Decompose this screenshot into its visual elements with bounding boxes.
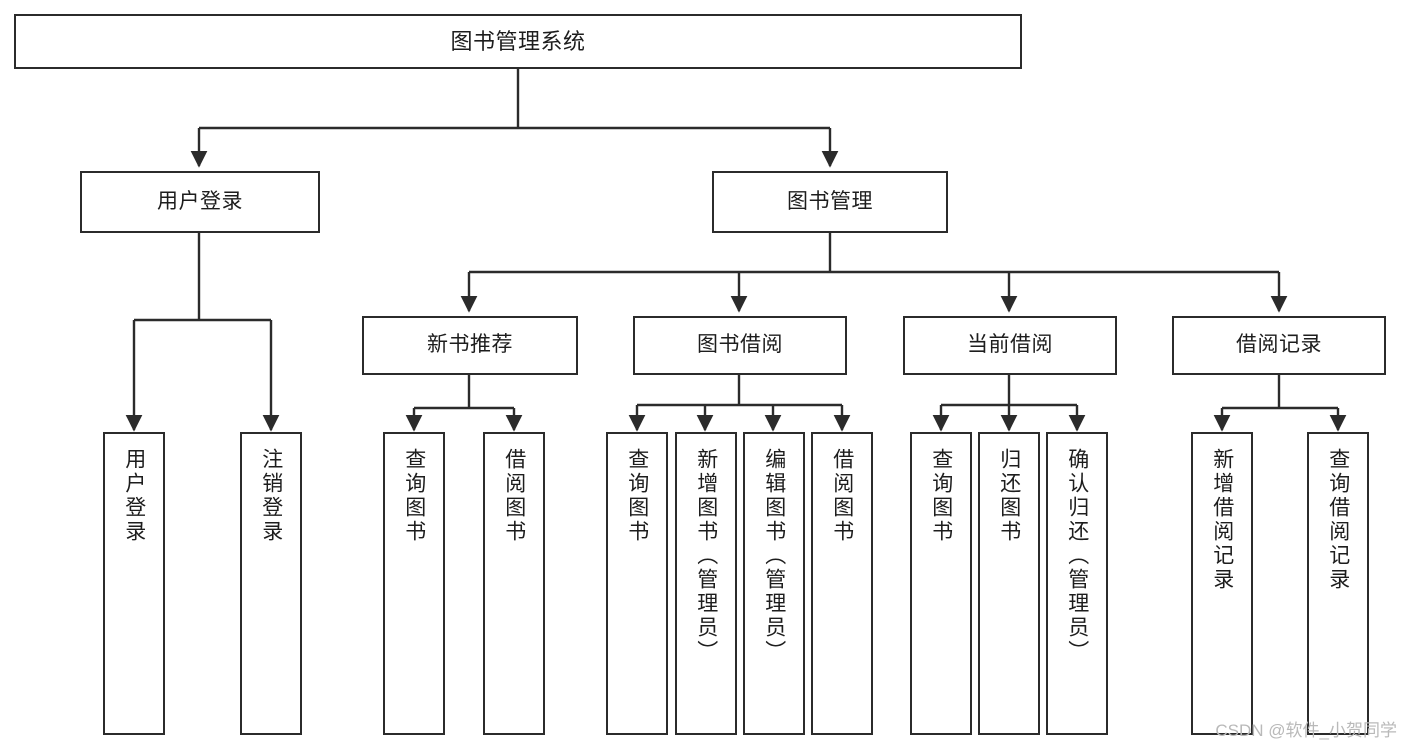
leaf-query-borrow-record[interactable]: 查询借阅记录 <box>1307 432 1369 735</box>
leaf-logout[interactable]: 注销登录 <box>240 432 302 735</box>
leaf-query-books-borrow[interactable]: 查询图书 <box>606 432 668 735</box>
node-label: 用户登录 <box>157 189 243 213</box>
leaf-return-books[interactable]: 归还图书 <box>978 432 1040 735</box>
leaf-borrow-books-new[interactable]: 借阅图书 <box>483 432 545 735</box>
leaf-confirm-return-admin[interactable]: 确认归还（管理员） <box>1046 432 1108 735</box>
leaf-borrow-books[interactable]: 借阅图书 <box>811 432 873 735</box>
node-label: 查询图书 <box>402 448 426 544</box>
node-label: 新增图书（管理员） <box>694 448 718 664</box>
node-label: 注销登录 <box>259 448 283 544</box>
node-book-borrowing[interactable]: 图书借阅 <box>633 316 847 375</box>
node-label: 新增借阅记录 <box>1210 448 1234 592</box>
csdn-watermark: CSDN @软件_小贺同学 <box>1215 721 1397 740</box>
node-label: 查询图书 <box>929 448 953 544</box>
leaf-query-books-new[interactable]: 查询图书 <box>383 432 445 735</box>
leaf-add-book-admin[interactable]: 新增图书（管理员） <box>675 432 737 735</box>
node-label: 图书管理系统 <box>450 28 586 54</box>
node-label: 归还图书 <box>997 448 1021 544</box>
node-label: 确认归还（管理员） <box>1065 448 1089 664</box>
node-book-management[interactable]: 图书管理 <box>712 171 948 233</box>
node-label: 查询图书 <box>625 448 649 544</box>
leaf-query-books-current[interactable]: 查询图书 <box>910 432 972 735</box>
leaf-edit-book-admin[interactable]: 编辑图书（管理员） <box>743 432 805 735</box>
node-label: 当前借阅 <box>967 333 1053 357</box>
node-borrowing-records[interactable]: 借阅记录 <box>1172 316 1386 375</box>
node-label: 用户登录 <box>122 448 146 544</box>
leaf-add-borrow-record[interactable]: 新增借阅记录 <box>1191 432 1253 735</box>
node-label: 借阅图书 <box>502 448 526 544</box>
node-label: 借阅记录 <box>1236 333 1322 357</box>
node-label: 借阅图书 <box>830 448 854 544</box>
node-label: 编辑图书（管理员） <box>762 448 786 664</box>
node-label: 新书推荐 <box>427 333 513 357</box>
leaf-user-login[interactable]: 用户登录 <box>103 432 165 735</box>
node-root-book-management-system[interactable]: 图书管理系统 <box>14 14 1022 69</box>
node-new-book-recommendation[interactable]: 新书推荐 <box>362 316 578 375</box>
node-user-login[interactable]: 用户登录 <box>80 171 320 233</box>
node-label: 查询借阅记录 <box>1326 448 1350 592</box>
node-current-borrowing[interactable]: 当前借阅 <box>903 316 1117 375</box>
node-label: 图书借阅 <box>697 333 783 357</box>
node-label: 图书管理 <box>787 189 873 213</box>
